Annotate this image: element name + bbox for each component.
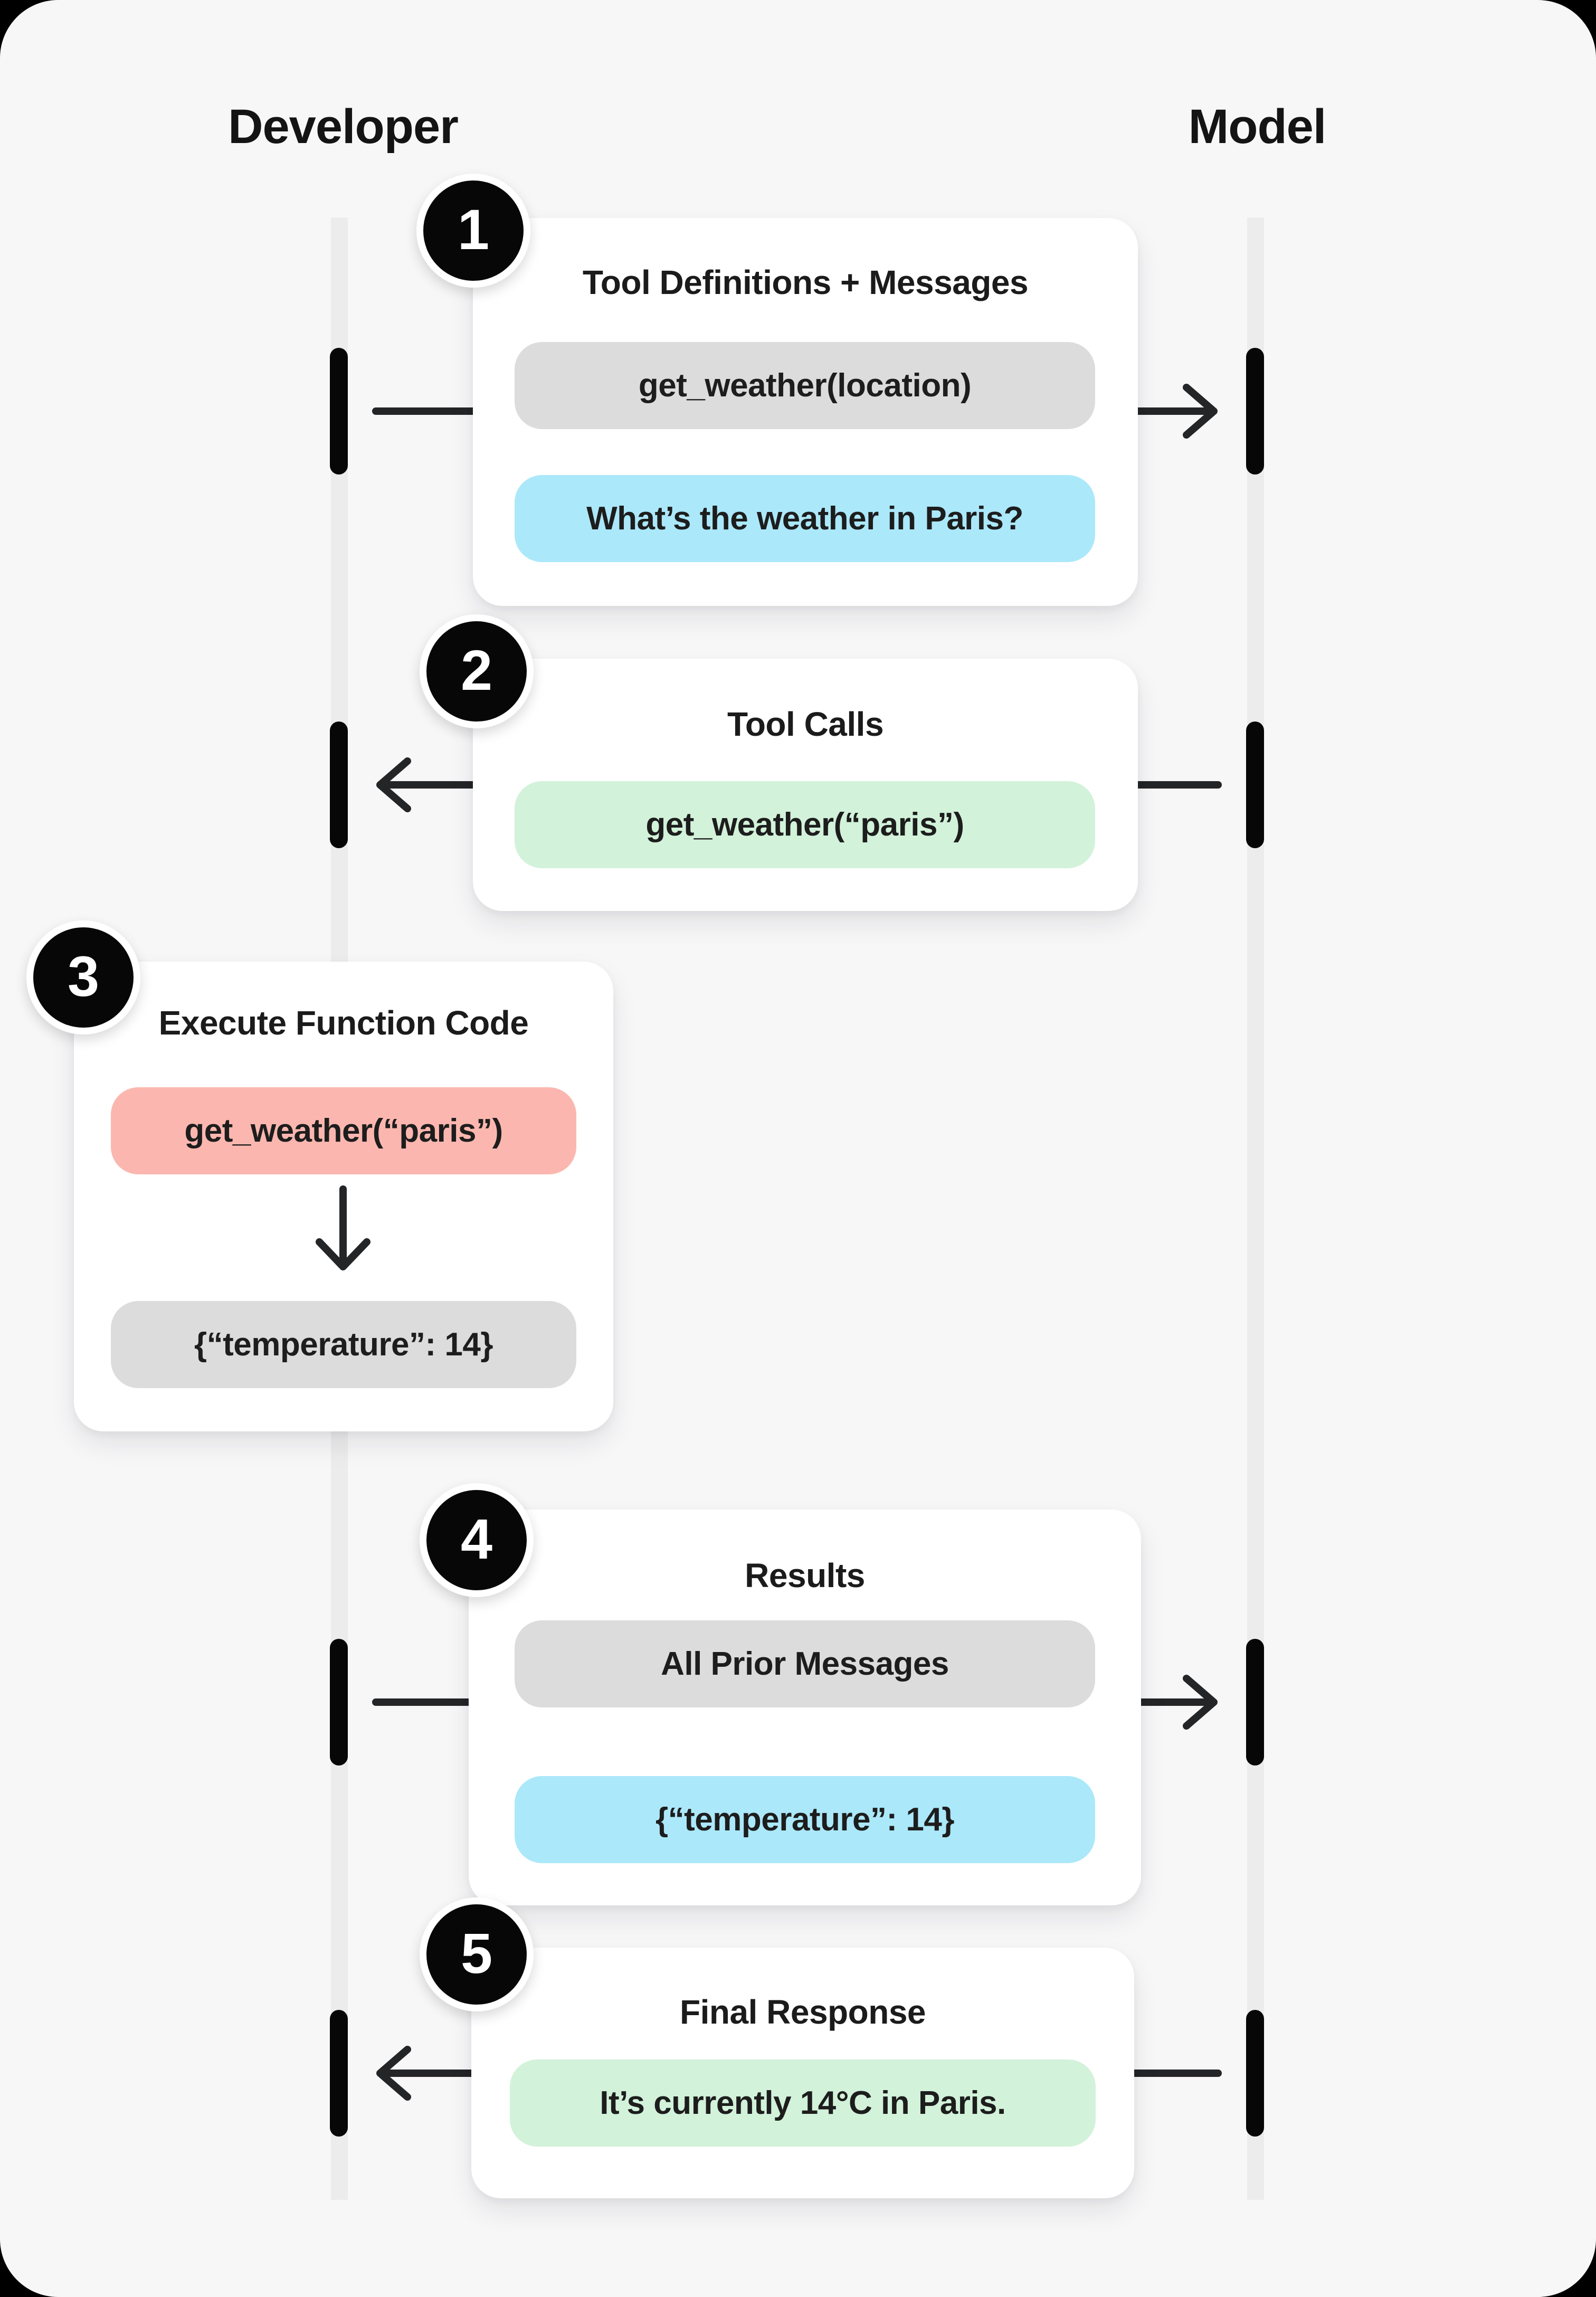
step-1-badge: 1: [416, 174, 530, 288]
step-3-title: Execute Function Code: [158, 1004, 529, 1042]
actor-label-model: Model: [1188, 100, 1327, 154]
step-2-card: Tool Calls get_weather(“paris”): [473, 659, 1138, 911]
pill-tool-call: get_weather(“paris”): [515, 781, 1095, 868]
pill-function-result: {“temperature”: 14}: [111, 1301, 576, 1388]
pill-prior-messages: All Prior Messages: [515, 1620, 1095, 1707]
step-4-title: Results: [745, 1556, 865, 1594]
pill-executed-function: get_weather(“paris”): [111, 1087, 576, 1174]
step-5-card: Final Response It’s currently 14°C in Pa…: [471, 1948, 1134, 2198]
step-4-badge: 4: [420, 1483, 534, 1597]
developer-activation-step4: [330, 1639, 348, 1766]
developer-activation-step5: [330, 2010, 348, 2137]
model-activation-step5: [1246, 2010, 1264, 2137]
actor-label-developer: Developer: [228, 100, 459, 154]
step-3-badge: 3: [26, 920, 140, 1034]
model-activation-step2: [1246, 722, 1264, 848]
developer-activation-step1: [330, 348, 348, 474]
step-5-badge: 5: [420, 1897, 534, 2011]
step-1-title: Tool Definitions + Messages: [582, 263, 1029, 301]
model-lifeline: [1247, 217, 1264, 2200]
step-3-card: Execute Function Code get_weather(“paris…: [74, 962, 613, 1431]
arrow-down-icon: [316, 1185, 370, 1270]
developer-activation-step2: [330, 722, 348, 848]
pill-result-message: {“temperature”: 14}: [515, 1776, 1095, 1863]
model-activation-step4: [1246, 1639, 1264, 1766]
pill-tool-definition: get_weather(location): [515, 342, 1095, 429]
model-activation-step1: [1246, 348, 1264, 474]
step-2-title: Tool Calls: [727, 705, 884, 743]
step-4-card: Results All Prior Messages {“temperature…: [469, 1510, 1141, 1905]
step-1-card: Tool Definitions + Messages get_weather(…: [473, 218, 1138, 606]
pill-final-response: It’s currently 14°C in Paris.: [510, 2059, 1096, 2147]
pill-user-message: What’s the weather in Paris?: [515, 475, 1095, 562]
step-2-badge: 2: [420, 614, 534, 728]
step-5-title: Final Response: [680, 1993, 926, 2031]
